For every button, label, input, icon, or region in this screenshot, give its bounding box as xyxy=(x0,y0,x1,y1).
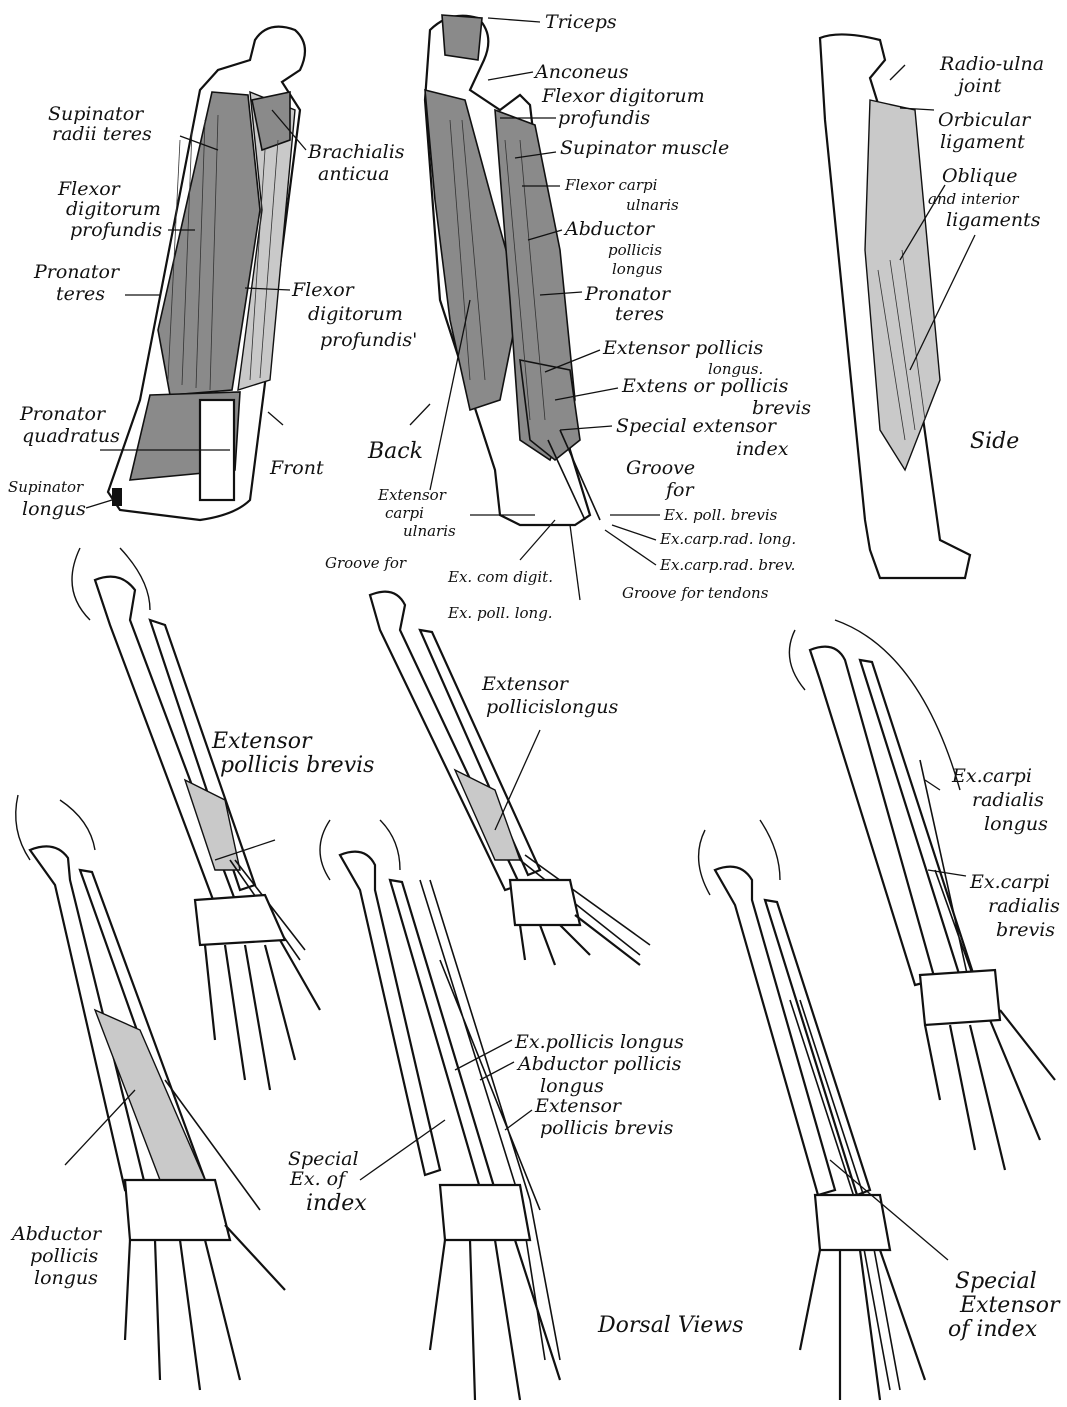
label-abductor-dorsal-2: pollicis xyxy=(30,1245,99,1267)
label-oblique-1: Oblique xyxy=(942,165,1018,187)
label-pronator-teres-1: Pronator xyxy=(33,261,121,283)
label-special-ext-index-2: index xyxy=(736,438,789,460)
label-groove-for-top-2: for xyxy=(664,479,695,501)
label-ex-carpi-rad-longus-3: longus xyxy=(984,813,1048,835)
label-ex-carpi-rad-brevis-1: Ex.carpi xyxy=(969,871,1050,893)
label-ext-poll-brevis-2-1: Extensor xyxy=(534,1095,623,1117)
label-abd-poll-longus-2-1: Abductor pollicis xyxy=(516,1053,682,1075)
label-back-view: Back xyxy=(367,439,423,464)
label-oblique-3: ligaments xyxy=(946,209,1041,231)
label-fdp-left-2: digitorum xyxy=(66,198,161,220)
label-ex-carpi-rad-longus-2: radialis xyxy=(972,789,1044,811)
label-back-fdp-2: profundis xyxy=(558,107,650,129)
label-abd-poll-longus-2-2: longus xyxy=(540,1075,604,1097)
label-ex-poll-long: Ex. poll. long. xyxy=(447,604,553,622)
label-pronator-quadratus-2: quadratus xyxy=(22,425,120,447)
label-supinator-radii-teres-1: Supinator xyxy=(48,103,145,125)
label-groove-for-top-1: Groove xyxy=(626,457,695,479)
label-front-view: Front xyxy=(269,457,324,479)
label-flexor-carpi-ulnaris-2: ulnaris xyxy=(626,196,679,214)
label-special-extensor-2: Extensor xyxy=(959,1293,1061,1318)
label-abductor-poll-long-3: longus xyxy=(612,260,663,278)
label-ext-poll-brevis-2-2: pollicis brevis xyxy=(540,1117,674,1139)
label-ext-poll-brevis-dorsal-2: pollicis brevis xyxy=(220,753,374,778)
label-ex-poll-longus-2: Ex.pollicis longus xyxy=(514,1031,684,1053)
label-ex-carpi-rad-brevis-2: radialis xyxy=(988,895,1060,917)
label-side-view: Side xyxy=(970,429,1019,454)
label-back-pronator-teres-1: Pronator xyxy=(584,283,672,305)
label-orbicular-1: Orbicular xyxy=(938,109,1032,131)
label-special-extensor-1: Special xyxy=(955,1269,1037,1294)
label-orbicular-2: ligament xyxy=(940,131,1025,153)
label-ex-com-digit: Ex. com digit. xyxy=(447,568,553,586)
label-special-ex-index-3: index xyxy=(306,1191,367,1216)
label-fdp-right-1: Flexor xyxy=(291,279,356,301)
label-dorsal-views-caption: Dorsal Views xyxy=(597,1313,744,1338)
label-ex-carp-rad-long: Ex.carp.rad. long. xyxy=(659,530,796,548)
label-ext-poll-brevis-dorsal-1: Extensor xyxy=(211,729,313,754)
label-fdp-right-3: profundis' xyxy=(320,329,417,351)
label-flexor-carpi-ulnaris-1: Flexor carpi xyxy=(564,176,658,194)
label-brachialis-2: anticua xyxy=(318,163,389,185)
label-ex-poll-brevis: Ex. poll. brevis xyxy=(663,506,778,524)
label-fdp-left-3: profundis xyxy=(70,219,162,241)
label-supinator-longus-1: Supinator xyxy=(8,478,84,496)
dorsal-arm-1 xyxy=(72,548,320,1090)
label-abductor-dorsal-3: longus xyxy=(34,1267,98,1289)
label-groove-for-bottom: Groove for xyxy=(325,554,407,572)
label-ext-carpi-ulnaris-3: ulnaris xyxy=(403,522,456,540)
label-brachialis-1: Brachialis xyxy=(307,141,405,163)
label-ext-poll-brevis-1: Extens or pollicis xyxy=(621,375,789,397)
label-back-pronator-teres-2: teres xyxy=(615,303,664,325)
label-supinator-longus-2: longus xyxy=(22,498,86,520)
label-ext-carpi-ulnaris-1: Extensor xyxy=(377,486,447,504)
label-pronator-quadratus-1: Pronator xyxy=(19,403,107,425)
label-radio-ulna-1: Radio-ulna xyxy=(939,53,1044,75)
label-radio-ulna-2: joint xyxy=(954,75,1002,97)
label-fdp-left-1: Flexor xyxy=(57,178,122,200)
label-ex-carpi-rad-brevis-3: brevis xyxy=(996,919,1055,941)
label-abductor-poll-long-1: Abductor xyxy=(563,218,656,240)
label-ext-poll-longus-dorsal-1: Extensor xyxy=(481,673,570,695)
label-pronator-teres-2: teres xyxy=(56,283,105,305)
label-special-ext-index-1: Special extensor xyxy=(616,415,778,437)
label-abductor-poll-long-2: pollicis xyxy=(608,241,662,259)
label-ext-carpi-ulnaris-2: carpi xyxy=(385,504,424,522)
label-ex-carpi-rad-longus-1: Ex.carpi xyxy=(951,765,1032,787)
label-triceps: Triceps xyxy=(545,11,617,33)
label-special-ex-index-1: Special xyxy=(288,1148,359,1170)
label-groove-for-tendons: Groove for tendons xyxy=(622,584,769,602)
label-ex-carp-rad-brev: Ex.carp.rad. brev. xyxy=(659,556,795,574)
label-ext-poll-longus-dorsal-2: pollicislongus xyxy=(486,696,618,718)
label-oblique-2: and interior xyxy=(928,190,1019,208)
label-special-extensor-3: of index xyxy=(948,1317,1038,1342)
label-back-fdp-1: Flexor digitorum xyxy=(541,85,705,107)
dorsal-arm-2 xyxy=(370,592,650,965)
label-abductor-dorsal-1: Abductor xyxy=(10,1223,103,1245)
label-fdp-right-2: digitorum xyxy=(308,303,403,325)
label-anconeus: Anconeus xyxy=(533,61,629,83)
label-supinator-radii-teres-2: radii teres xyxy=(52,123,152,145)
front-view-figure xyxy=(108,27,305,520)
label-ext-poll-longus-1: Extensor pollicis xyxy=(602,337,764,359)
label-special-ex-index-2: Ex. of xyxy=(289,1168,348,1190)
label-supinator-muscle: Supinator muscle xyxy=(560,137,729,159)
